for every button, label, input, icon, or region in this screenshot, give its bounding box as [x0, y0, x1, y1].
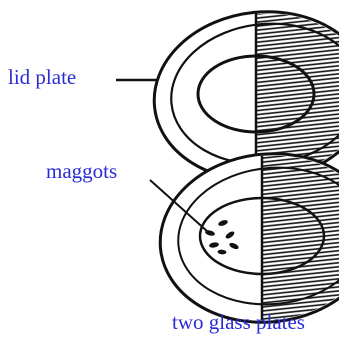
maggots-label: maggots	[46, 161, 117, 182]
lid-plate-label: lid plate	[8, 67, 76, 88]
two-glass-plates-label: two glass plates	[172, 312, 305, 333]
bottom-plate	[152, 143, 339, 333]
